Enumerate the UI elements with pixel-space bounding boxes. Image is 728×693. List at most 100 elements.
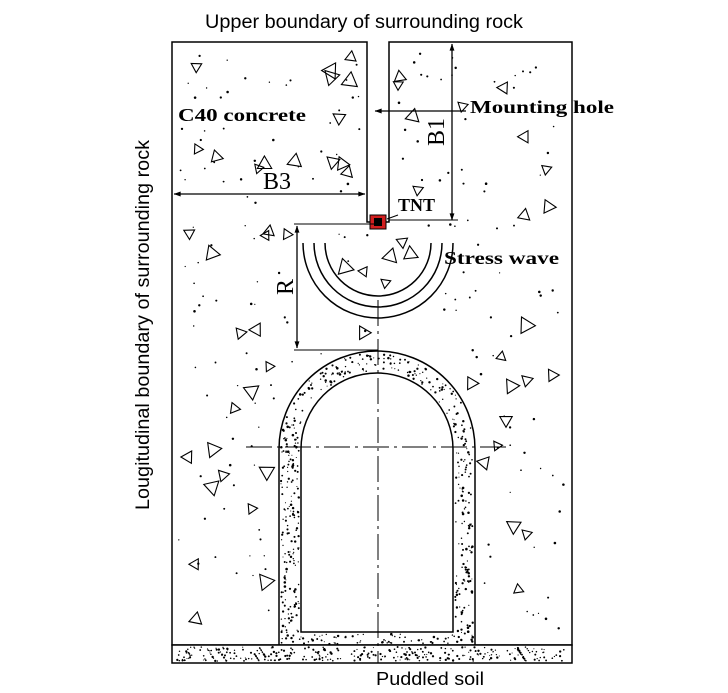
aggregate-triangle-icon [261,223,275,237]
lining-speckle [461,490,464,492]
aggregate-triangle-icon [187,557,199,571]
lining-speckle [455,398,457,400]
aggregate-dot [522,70,524,73]
lining-speckle [297,607,300,610]
soil-speckle [184,659,186,661]
soil-speckle [256,658,259,660]
lining-speckle [286,532,289,535]
soil-speckle [473,646,476,649]
soil-speckle [202,654,205,657]
aggregate-dot [199,475,202,478]
soil-speckle [418,659,421,662]
lining-speckle [382,353,386,356]
soil-speckle [511,652,513,654]
aggregate-triangle-icon [516,129,529,144]
lining-speckle [289,503,293,506]
lining-speckle [390,358,392,360]
aggregate-triangle-icon [505,378,521,395]
aggregate-dot [544,617,548,621]
lining-speckle [461,511,464,514]
soil-speckle [560,659,563,662]
soil-speckle [535,650,538,653]
lining-speckle [301,637,305,640]
soil-speckle [360,652,364,656]
lining-speckle [470,590,474,593]
aggregate-dot [509,334,513,338]
lining-speckle [292,616,295,618]
soil-speckle [461,646,464,649]
aggregate-dot [197,261,199,264]
lining-speckle [282,450,285,452]
lining-speckle [456,452,458,454]
lining-speckle [340,370,343,373]
aggregate-dot [493,80,496,83]
lining-speckle [417,639,419,641]
soil-speckle [405,648,407,650]
soil-speckle [215,647,217,649]
lining-speckle [284,575,286,577]
lining-speckle [292,548,295,550]
lining-speckle [464,459,466,461]
soil-speckle [188,653,191,655]
soil-speckle [393,648,396,651]
lining-speckle [460,537,463,540]
aggregate-dot [253,159,257,163]
lining-speckle [323,641,325,643]
lining-speckle [311,387,314,390]
lining-speckle [288,426,291,429]
soil-speckle [517,654,519,656]
lining-speckle [461,435,464,438]
soil-speckle [183,659,186,662]
soil-speckle [426,658,429,661]
soil-speckle [372,647,374,649]
lining-speckle [467,451,470,454]
aggregate-dot [443,308,446,311]
aggregate-dot [539,174,541,176]
puddled-soil-texture [176,646,565,662]
soil-speckle [444,647,447,650]
lining-speckle [454,502,457,504]
soil-speckle [319,655,321,657]
soil-speckle [307,646,310,649]
lining-speckle [288,452,290,454]
lining-speckle [283,576,286,579]
soil-speckle [562,648,565,651]
mounting-hole-label: Mounting hole [470,97,614,117]
lining-speckle [460,554,464,557]
lining-speckle [417,364,419,366]
lining-speckle [432,385,434,388]
lining-speckle [467,571,470,575]
lining-speckle [460,437,463,440]
lining-speckle [325,367,328,370]
aggregate-dot [178,539,180,541]
soil-speckle [439,659,441,662]
aggregate-dot [454,66,457,70]
lining-speckle [321,371,324,374]
lining-speckle [453,635,456,638]
soil-speckle [444,658,447,662]
aggregate-triangle-icon [340,70,359,88]
aggregate-dot [503,415,506,418]
lining-speckle [466,624,469,627]
stress-wave-outer-arc [302,242,454,319]
lining-speckle [291,459,295,462]
lining-speckle [292,462,295,465]
aggregate-dot [479,372,483,376]
aggregate-triangle-icon [395,237,409,250]
lining-speckle [291,479,294,482]
soil-speckle [524,659,526,661]
lining-speckle [293,605,297,608]
lining-speckle [358,364,361,366]
lining-speckle [403,640,405,643]
aggregate-dot [214,361,217,364]
lining-speckle [468,453,471,456]
soil-speckle [494,649,497,651]
soil-speckle [229,651,231,654]
lining-speckle [467,581,470,583]
lining-speckle [406,361,410,364]
aggregate-dot [222,180,225,183]
soil-speckle [214,659,217,662]
aggregate-dot [179,169,182,172]
lining-speckle [330,374,333,376]
aggregate-dot [514,74,516,77]
